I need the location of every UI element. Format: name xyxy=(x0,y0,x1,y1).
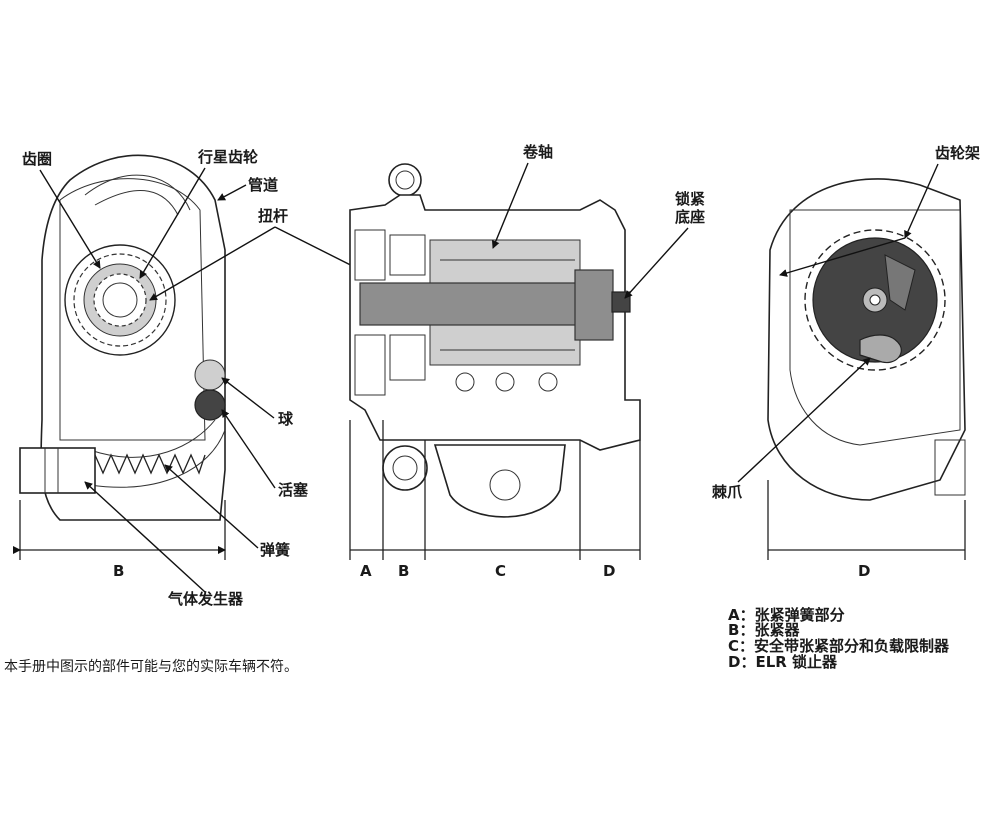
legend-row-b: B：张紧器 xyxy=(728,621,800,639)
ring-gear xyxy=(64,244,176,356)
label-piston: 活塞 xyxy=(278,481,309,499)
label-pipe: 管道 xyxy=(248,176,278,194)
legend-row-c: C：安全带张紧部分和负载限制器 xyxy=(728,637,950,655)
middle-view-spool-section xyxy=(349,163,641,560)
label-lock-base-line2: 底座 xyxy=(675,208,705,226)
spring xyxy=(94,453,206,475)
dim-label-d-right: D xyxy=(858,562,870,580)
dim-label-d-mid: D xyxy=(603,562,615,580)
gear-carrier xyxy=(804,229,946,371)
disclaimer-text: 本手册中图示的部件可能与您的实际车辆不符。 xyxy=(4,659,298,675)
label-spool: 卷轴 xyxy=(522,143,553,161)
dim-label-c: C xyxy=(495,562,506,580)
label-spring: 弹簧 xyxy=(260,541,290,559)
piston xyxy=(194,389,226,421)
label-pawl: 棘爪 xyxy=(712,483,743,501)
dim-label-b-left: B xyxy=(113,562,124,580)
label-torsion-bar: 扭杆 xyxy=(258,207,288,225)
label-ball: 球 xyxy=(278,410,294,428)
pawl xyxy=(859,334,902,364)
dim-label-b-mid: B xyxy=(398,562,409,580)
label-planetary-gear: 行星齿轮 xyxy=(197,148,258,166)
label-gear-carrier: 齿轮架 xyxy=(935,144,980,162)
legend-row-a: A：张紧弹簧部分 xyxy=(728,606,845,624)
label-ring-gear: 齿圈 xyxy=(22,150,52,168)
dim-label-a: A xyxy=(360,562,372,580)
left-view-tensioner xyxy=(13,154,226,560)
label-gas-generator: 气体发生器 xyxy=(167,590,244,608)
ball xyxy=(194,359,226,391)
legend-row-d: D：ELR 锁止器 xyxy=(728,653,838,671)
right-view-elr-lock xyxy=(767,178,966,560)
label-lock-base-line1: 锁紧 xyxy=(675,190,705,208)
